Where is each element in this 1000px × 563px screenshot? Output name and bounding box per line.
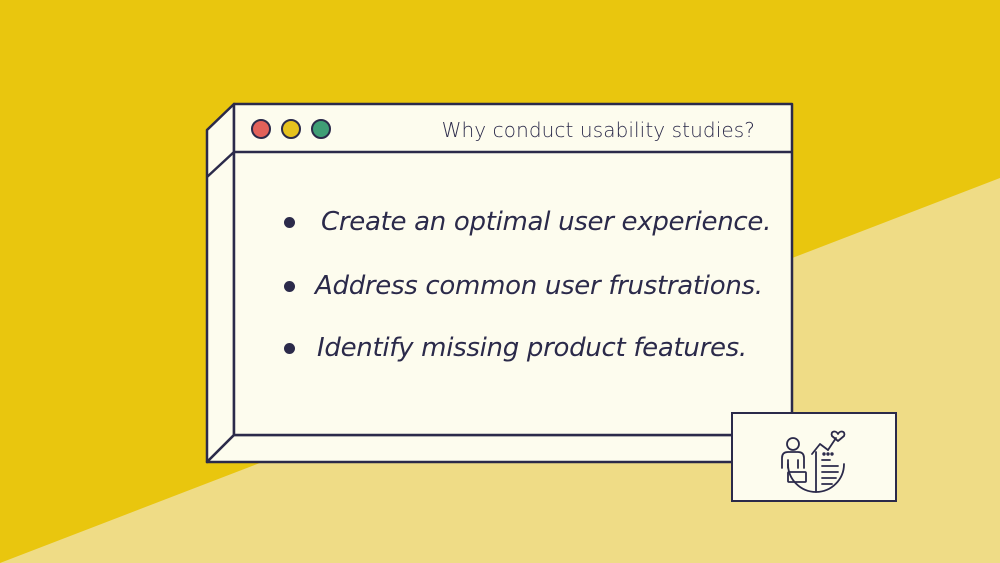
bullet-text: Identify missing product features. (317, 333, 747, 363)
bullet-dot (284, 216, 295, 228)
side-panel-titlebar-edge (206, 151, 235, 178)
close-dot[interactable] (251, 119, 271, 139)
window-title: Why conduct usability studies? (441, 118, 755, 142)
window-bottom-panel (205, 433, 794, 464)
maximize-dot[interactable] (311, 119, 331, 139)
minimize-dot[interactable] (281, 119, 301, 139)
icon-badge (731, 412, 897, 502)
bullet-dot (284, 342, 295, 354)
bullet-item: Identify missing product features. (284, 328, 747, 368)
bullet-item: Address common user frustrations. (284, 266, 763, 306)
window-side-panel (205, 102, 236, 464)
bullet-item: Create an optimal user experience. (284, 202, 771, 242)
bullet-text: Create an optimal user experience. (321, 207, 772, 237)
bullet-text: Address common user frustrations. (315, 271, 763, 301)
user-research-icon (781, 430, 846, 493)
window-main-face (232, 102, 794, 437)
bullet-dot (284, 280, 295, 292)
